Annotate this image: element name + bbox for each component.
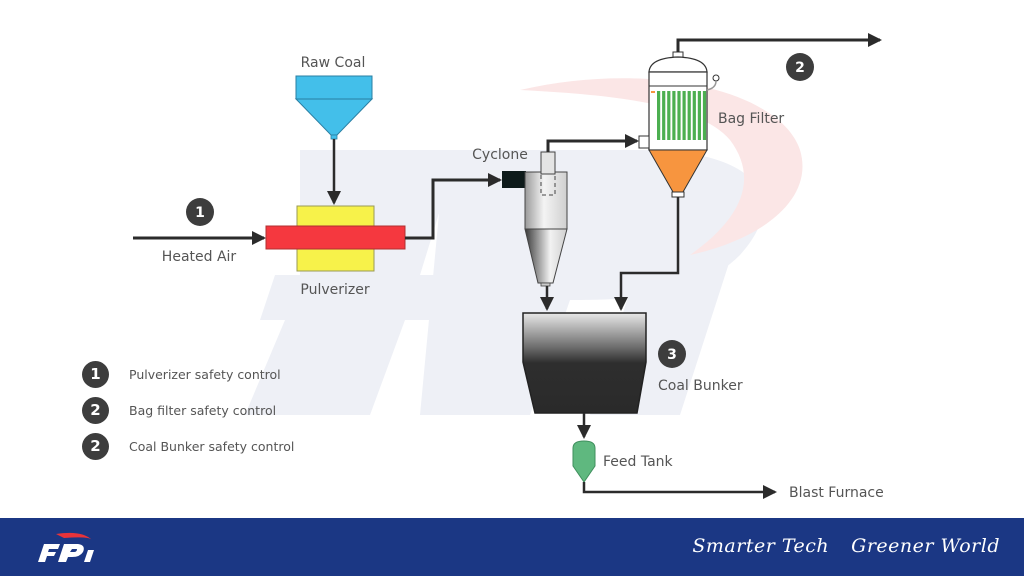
bag-filter xyxy=(638,51,720,198)
badge-pulverizer xyxy=(186,198,214,226)
feed-tank xyxy=(572,440,596,483)
legend-text: Bag filter safety control xyxy=(129,402,277,418)
pulverizer xyxy=(265,205,406,272)
cyclone-to-bagfilter-line xyxy=(546,134,639,152)
feed-tank-label: Feed Tank xyxy=(603,454,674,470)
legend-item: 2 Coal Bunker safety control xyxy=(82,428,294,464)
badge-coal-bunker xyxy=(658,340,686,368)
slogan-part-2: Greener World xyxy=(851,535,1000,557)
legend: 1 Pulverizer safety control 2 Bag filter… xyxy=(82,356,294,464)
footer-banner: Smarter Tech Greener World xyxy=(0,518,1024,576)
legend-text: Coal Bunker safety control xyxy=(129,438,295,454)
legend-text: Pulverizer safety control xyxy=(129,366,281,382)
legend-badge: 2 xyxy=(82,396,109,424)
badge-pulverizer-text: 1 xyxy=(195,205,205,221)
badge-coal-bunker-text: 3 xyxy=(667,347,677,363)
badge-bag-filter-text: 2 xyxy=(795,60,805,76)
filter-bag xyxy=(697,91,701,140)
filter-bag xyxy=(702,91,707,140)
filter-bag xyxy=(667,91,671,140)
badge-bag-filter xyxy=(786,53,814,81)
bagfilter-exhaust-line xyxy=(676,33,882,52)
cyclone xyxy=(502,151,568,287)
blast-furnace-label: Blast Furnace xyxy=(789,485,884,501)
filter-bag xyxy=(687,91,691,140)
legend-badge: 2 xyxy=(82,432,109,460)
filter-bag xyxy=(662,91,666,140)
filter-bag xyxy=(682,91,686,140)
filter-bag xyxy=(672,91,676,140)
legend-item: 2 Bag filter safety control xyxy=(82,392,294,428)
filter-bag xyxy=(657,91,661,140)
fpi-logo xyxy=(38,532,94,562)
slogan: Smarter Tech Greener World xyxy=(692,535,1000,557)
legend-item: 1 Pulverizer safety control xyxy=(82,356,294,392)
filter-bag xyxy=(692,91,696,140)
feedtank-to-furnace-line xyxy=(582,482,777,499)
cyclone-label: Cyclone xyxy=(472,147,528,163)
pulverizer-label: Pulverizer xyxy=(300,282,369,298)
heated-air-label: Heated Air xyxy=(162,249,237,265)
slogan-part-1: Smarter Tech xyxy=(692,535,830,557)
coal-bunker-label: Coal Bunker xyxy=(658,378,743,394)
raw-coal-hopper xyxy=(294,75,374,140)
legend-badge: 1 xyxy=(82,360,109,388)
process-flow-diagram: 1 Heated Air Raw Coal Pulverizer Cyclone xyxy=(133,33,884,501)
bag-filter-label: Bag Filter xyxy=(718,111,784,127)
bagfilter-to-bunker-line xyxy=(614,197,680,311)
filter-bags xyxy=(657,91,707,140)
pulverizer-to-cyclone-line xyxy=(405,173,502,240)
filter-bag xyxy=(677,91,681,140)
coal-bunker xyxy=(522,312,647,414)
raw-coal-label: Raw Coal xyxy=(301,55,366,71)
